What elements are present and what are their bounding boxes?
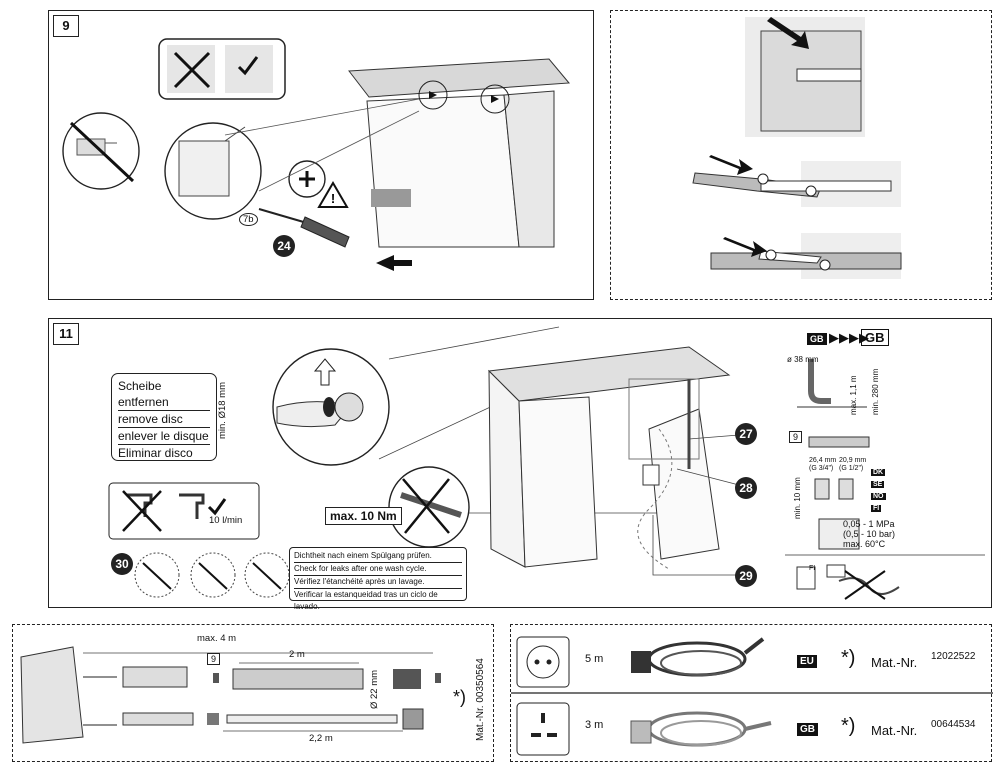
thread-b-label: 20,9 mm(G 1/2"): [839, 457, 866, 473]
pipe-diameter-label: ø 38 mm: [787, 355, 819, 364]
callout-27: 27: [735, 423, 757, 445]
installation-drawing-step9: !: [62, 38, 571, 271]
disc-line-es: Eliminar disco: [118, 446, 193, 460]
thread-a-label: 26,4 mm(G 3/4"): [809, 457, 836, 473]
pressure-bar: (0,5 - 10 bar): [843, 529, 896, 539]
thread-b-g: (G 1/2"): [839, 465, 864, 472]
pressure-spec: 0,05 - 1 MPa (0,5 - 10 bar) max. 60°C: [843, 519, 895, 549]
pressure-mpa: 0,05 - 1 MPa: [843, 519, 895, 529]
hose-ref-9b: 9: [207, 653, 221, 665]
length-22-label: 2,2 m: [309, 733, 333, 744]
eu-asterisk: *): [841, 647, 856, 669]
gb-mat-number: 00644534: [931, 719, 976, 730]
leak-line-fr: Vérifiez l'étanchéité après un lavage.: [294, 576, 462, 589]
eu-cord-length: 5 m: [585, 653, 604, 665]
eu-mat-label: Mat.-Nr.: [871, 655, 918, 670]
panel-step-11: 11: [48, 318, 992, 611]
thread-a-g: (G 3/4"): [809, 465, 834, 472]
gb-to-badge: GB: [861, 329, 889, 346]
leak-line-de: Dichtheit nach einem Spülgang prüfen.: [294, 550, 462, 563]
thread-a-mm: 26,4 mm: [809, 457, 837, 464]
panel-step-9: 9 ! 7b 24: [48, 10, 594, 300]
callout-30: 30: [111, 553, 133, 575]
panel-hose-extension: max. 4 m 9 2 m Ø 22 mm 2,2 m *) Mat.-Nr.…: [12, 624, 494, 762]
torque-label: max. 10 Nm: [325, 507, 402, 525]
leak-line-es: Verificar la estanqueidad tras un ciclo …: [294, 590, 438, 611]
diameter-label: min. Ø18 mm: [217, 381, 228, 439]
hose-ref-9: 9: [789, 431, 803, 443]
remove-disc-box: Scheibe entfernen remove disc enlever le…: [111, 373, 217, 461]
disc-line-de: Scheibe entfernen: [118, 378, 210, 411]
water-connection-drawing: [108, 326, 985, 600]
hose-extension-drawing: [20, 646, 441, 744]
panel-power-cords: 5 m EU *) Mat.-Nr. 12022522 3 m GB *) Ma…: [510, 624, 993, 762]
max-temp: max. 60°C: [843, 539, 886, 549]
max-height-label: max. 1,1 m: [849, 375, 858, 415]
disc-line-fr: enlever le disque: [118, 429, 210, 445]
length-2m-label: 2 m: [289, 649, 305, 660]
diameter-22-label: Ø 22 mm: [369, 669, 380, 709]
hose-mat-nr: Mat.-Nr. 00350564: [475, 658, 486, 741]
callout-29: 29: [735, 565, 757, 587]
gb-asterisk: *): [841, 715, 856, 737]
flow-rate-label: 10 l/min: [209, 515, 243, 526]
eu-region-badge: EU: [797, 655, 817, 668]
gb-region-badge: GB: [797, 723, 818, 736]
disc-line-en: remove disc: [118, 411, 210, 428]
svg-text:!: !: [331, 191, 335, 206]
leak-check-box: Dichtheit nach einem Spülgang prüfen. Ch…: [289, 547, 467, 611]
fi-label: FI: [809, 565, 816, 572]
gb-cord-length: 3 m: [585, 719, 604, 731]
callout-24: 24: [273, 235, 295, 257]
thread-b-mm: 20,9 mm: [839, 457, 867, 464]
callout-28: 28: [735, 477, 757, 499]
eu-mat-number: 12022522: [931, 651, 976, 662]
step-number-9: 9: [53, 15, 79, 37]
min-10mm-label: min. 10 mm: [793, 477, 802, 519]
screw-ref-7b: 7b: [239, 213, 258, 226]
country-dk: DK: [871, 469, 886, 476]
panel-step-9-detail: [610, 10, 992, 300]
gb-arrows: ▶▶▶▶: [829, 330, 869, 345]
asterisk-note: *): [453, 687, 466, 707]
power-cords-drawing: [511, 636, 993, 756]
gb-mat-label: Mat.-Nr.: [871, 723, 918, 738]
country-se: SE: [871, 481, 885, 488]
country-no: NO: [871, 493, 886, 500]
leak-line-en: Check for leaks after one wash cycle.: [294, 563, 462, 576]
country-fi: FI: [871, 505, 882, 512]
hinge-detail-drawing: [692, 17, 902, 279]
gb-from-badge: GB: [807, 333, 827, 345]
min-height-label: min. 280 mm: [871, 368, 880, 415]
step-number-11: 11: [53, 323, 79, 345]
max-length-label: max. 4 m: [197, 633, 237, 644]
